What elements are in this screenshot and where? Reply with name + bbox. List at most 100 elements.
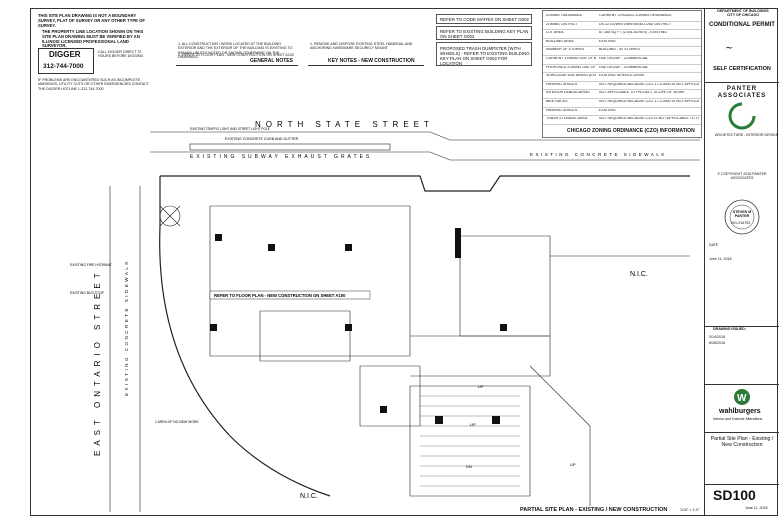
digger-note: CALL DIGGER DIRECT 72 HOURS BEFORE DIGGI… (98, 50, 144, 59)
column-1 (215, 234, 222, 241)
czo-row-value: CURRENT CHICAGO ZONING ORDINANCE (599, 14, 672, 17)
building-outline-curved (159, 176, 331, 497)
scale-label: 1/16" = 1'-0" (680, 508, 700, 512)
sidewalk-mid-label: EXISTING SUBWAY EXHAUST GRATES (190, 154, 372, 160)
firm-logo-icon (728, 102, 756, 130)
north-curb-line (150, 131, 700, 141)
architect-seal-icon (724, 199, 760, 235)
digger-note-2: IF PROBLEMS ARE ENCOUNTERED SUCH AS INCO… (38, 78, 149, 91)
nic-bottom-label: N.I.C. (300, 493, 318, 500)
subway-grates (189, 143, 391, 151)
city-dept: DEPARTMENT OF BUILDINGS CITY OF CHICAGO (717, 9, 769, 17)
bar-area (259, 310, 351, 362)
survey-bullet: THE PROPERTY LINE LOCATION SHOWN ON THIS… (42, 29, 144, 49)
refer-code-box: REFER TO CODE MATRIX ON SHEET G002 (436, 14, 532, 24)
czo-row-value: 87,185 SQ FT (2.001 ACRES) - EXISTING (599, 31, 668, 35)
czo-row-label: PARKING SPACES (546, 108, 578, 112)
czo-row-value: USE GROUP - COMMERCIAL (599, 65, 649, 69)
date-value: June 11, 2018 (709, 257, 732, 261)
diagonal-wall (529, 365, 591, 506)
digger-title: DIGGER (49, 50, 81, 59)
dumpster-note: PROPOSED TRASH DUMPSTER (WITH WHEELS) - … (440, 46, 530, 67)
signature-1: ~ (725, 43, 734, 54)
czo-row-value: EXISTING (599, 39, 616, 43)
survey-note: THIS SITE PLAN DRAWING IS NOT A BOUNDARY… (38, 13, 145, 28)
seal-num: 001-016793 (731, 221, 751, 225)
czo-row-value: NOT REQUIRED BECAUSE CZO IS NOT APPLICAB… (599, 117, 699, 121)
refer-floor-box (209, 290, 371, 300)
refer-key: REFER TO EXISTING BUILDING KEY PLAN ON S… (440, 29, 529, 39)
sidewalk-right-label: EXISTING CONCRETE SIDEWALK (530, 152, 667, 157)
svg-text:W: W (737, 393, 747, 404)
key-note-1: 1. REMOVE AND DISPOSE EXISTING STEEL HAN… (310, 42, 413, 51)
project-title: Partial Site Plan - Existing / New Const… (710, 436, 774, 449)
czo-row-value: USE GROUP - COMMERCIAL (599, 57, 649, 60)
general-note-2: 2. REFER TO FLOOR PLAN - NEW CONSTRUCTIO… (178, 53, 294, 57)
street-east-label: EAST ONTARIO STREET (93, 268, 102, 456)
copyright: © COPYRIGHT 2018 PANTER ASSOCIATES (717, 172, 767, 181)
permit-title: CONDITIONAL PERMIT (709, 22, 775, 28)
traffic-light-label: EXISTING TRAFFIC LIGHT AND STREET LIGHT … (190, 127, 270, 131)
bus-stop-label: EXISTING BUS STOP (70, 291, 105, 295)
column-5 (345, 324, 352, 331)
sheet-number: SD100 (713, 487, 756, 503)
sidewalk-left-label: EXISTING CONCRETE SIDEWALK (124, 259, 129, 396)
column-8 (492, 416, 500, 424)
general-notes-title: GENERAL NOTES (250, 58, 293, 64)
czo-row-value: DX-12 DOWNTOWN MIXED-USE DISTRICT (599, 22, 672, 26)
column-4 (210, 324, 217, 331)
czo-table: ZONING ORDINANCE CURRENT CHICAGO ZONING O… (542, 10, 702, 138)
dn-label: DN (466, 464, 472, 469)
key-notes-box: 1. REMOVE AND DISPOSE EXISTING STEEL HAN… (308, 40, 424, 66)
firm-name: PANTER ASSOCIATES (717, 86, 767, 99)
fire-hydrant-label: EXISTING FIRE HYDRANT (70, 263, 112, 267)
czo-row-value: BUILDING - 92 STORIES (599, 48, 640, 52)
kitchen-area (459, 235, 551, 337)
czo-row-label: VEHICULAR USE AREAS (EXISTING) (546, 74, 596, 78)
issue-row-1: 3/14/2018 (709, 335, 725, 339)
traffic-light-symbol (159, 205, 181, 227)
digger-box: DIGGER 312-744-7000 (38, 48, 94, 74)
nic-right-label: N.I.C. (630, 271, 648, 278)
column-6 (500, 324, 507, 331)
north-sidewalk-line (150, 151, 700, 161)
key-notes-title: KEY NOTES - NEW CONSTRUCTION (328, 58, 415, 64)
street-north-label: NORTH STATE STREET (255, 120, 434, 129)
czo-row-label: ZONING ORDINANCE (546, 14, 583, 17)
czo-row-label: CURRENT ZONING USE OF BUILDING (546, 57, 596, 60)
dumpster-box: PROPOSED TRASH DUMPSTER (WITH WHEELS) - … (436, 42, 532, 66)
client-name: wahlburgers (719, 408, 761, 415)
curb-label: EXISTING CONCRETE CURB AND GUTTER (225, 137, 299, 141)
corridor (410, 335, 551, 377)
czo-row-label: NUMBER OF STORIES (546, 48, 585, 52)
building-outline-north (160, 175, 690, 192)
general-note-1: 1. ALL CONSTRUCTION / WORK LOCATED AT TH… (178, 42, 293, 59)
czo-row-label: PARKING SPACES (546, 82, 578, 86)
plot-date: June 11, 2018 (745, 506, 768, 510)
client-logo-icon: W (734, 389, 750, 405)
refer-floor-label: REFER TO FLOOR PLAN - NEW CONSTRUCTION O… (214, 293, 346, 298)
czo-row-value: NOT REQUIRED BECAUSE CZO 17-3-0500 IS NO… (599, 100, 699, 103)
issued-label: DRAWING ISSUED: (713, 327, 746, 331)
czo-row-value: NOT APPLICABLE TO PROJECT SCOPE OF WORK (599, 91, 685, 95)
czo-row-label: LOT AREA (546, 31, 564, 35)
firm-sub: ARCHITECTURE - INTERIOR DESIGN (715, 133, 779, 137)
up-label-2: UP (470, 422, 476, 427)
czo-title: CHICAGO ZONING ORDINANCE (CZO) INFORMATI… (567, 128, 695, 134)
wall-pier-1 (455, 228, 461, 258)
column-3 (345, 244, 352, 251)
date-label: DATE (709, 243, 719, 247)
refer-key-box: REFER TO EXISTING BUILDING KEY PLAN ON S… (436, 26, 532, 40)
seal-name: STEVEN M PANTER (732, 210, 752, 218)
sheet-border (30, 8, 778, 516)
up-label-3: UP (570, 462, 576, 467)
czo-row-label: TRASH STORAGE AREA (546, 117, 588, 121)
column-2 (268, 244, 275, 251)
czo-row-label: BUILDING AREA (546, 39, 574, 43)
title-block: DEPARTMENT OF BUILDINGS CITY OF CHICAGO … (704, 8, 779, 516)
site-plan-drawing: NORTH STATE STREET EXISTING CONCRETE CUR… (70, 120, 700, 512)
survey-note-box: THIS SITE PLAN DRAWING IS NOT A BOUNDARY… (36, 12, 154, 96)
czo-row-label: PROPOSED ZONING USE OF BUILDING (546, 65, 596, 69)
czo-row-value: EXISTING (599, 108, 616, 112)
